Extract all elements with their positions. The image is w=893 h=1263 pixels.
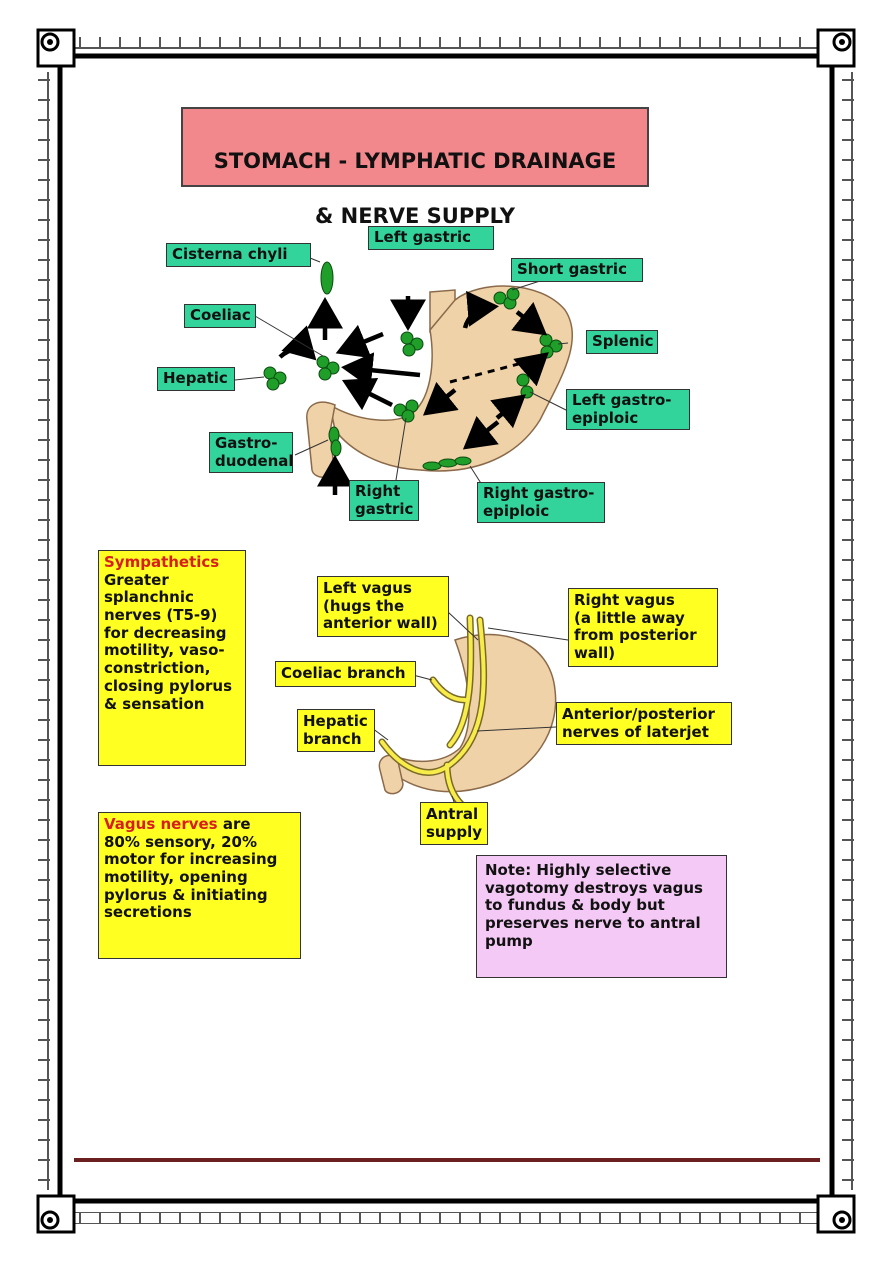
title-line-1: STOMACH - LYMPHATIC DRAINAGE	[213, 149, 617, 174]
corner-ornament-bl	[36, 1194, 76, 1234]
label-antral-supply: Antral supply	[420, 802, 488, 846]
label-gastroduodenal: Gastro- duodenal	[209, 432, 294, 474]
label-laterjet: Anterior/posterior nerves of laterjet	[556, 702, 732, 746]
label-short-gastric: Short gastric	[511, 258, 643, 282]
sympathetics-heading: Sympathetics	[104, 553, 220, 571]
label-hepatic-branch: Hepatic branch	[297, 709, 375, 753]
vagus-box: Vagus nerves are 80% sensory, 20% motor …	[98, 812, 301, 959]
lymph-nodes	[263, 261, 563, 471]
vagus-nerves	[378, 614, 488, 809]
note-box: Note: Highly selective vagotomy destroys…	[476, 855, 727, 978]
label-splenic: Splenic	[586, 330, 658, 354]
label-coeliac-branch: Coeliac branch	[275, 661, 416, 687]
page-title: STOMACH - LYMPHATIC DRAINAGE & NERVE SUP…	[181, 107, 649, 228]
corner-ornament-tl	[36, 28, 76, 68]
drainage-arrows	[278, 290, 549, 495]
label-left-gastroepiploic: Left gastro- epiploic	[566, 389, 690, 431]
label-right-vagus: Right vagus (a little away from posterio…	[568, 588, 718, 667]
label-hepatic: Hepatic	[157, 367, 235, 391]
title-line-2: & NERVE SUPPLY	[315, 203, 515, 228]
sympathetics-box: Sympathetics Greater splanchnic nerves (…	[98, 550, 246, 766]
corner-ornament-br	[816, 1194, 856, 1234]
vagus-text: are 80% sensory, 20% motor for increasin…	[104, 815, 278, 922]
label-left-gastric: Left gastric	[368, 226, 494, 250]
label-right-gastroepiploic: Right gastro- epiploic	[477, 482, 605, 524]
label-cisterna-chyli: Cisterna chyli	[166, 243, 311, 267]
corner-ornament-tr	[816, 28, 856, 68]
stomach-lower	[378, 633, 557, 795]
vagus-heading: Vagus nerves	[104, 815, 218, 833]
leader-lines	[234, 257, 571, 489]
sympathetics-text: Greater splanchnic nerves (T5-9) for dec…	[104, 570, 233, 713]
label-coeliac: Coeliac	[184, 304, 256, 328]
label-left-vagus: Left vagus (hugs the anterior wall)	[317, 576, 449, 638]
stomach-upper	[306, 285, 574, 478]
label-right-gastric: Right gastric	[349, 480, 419, 522]
